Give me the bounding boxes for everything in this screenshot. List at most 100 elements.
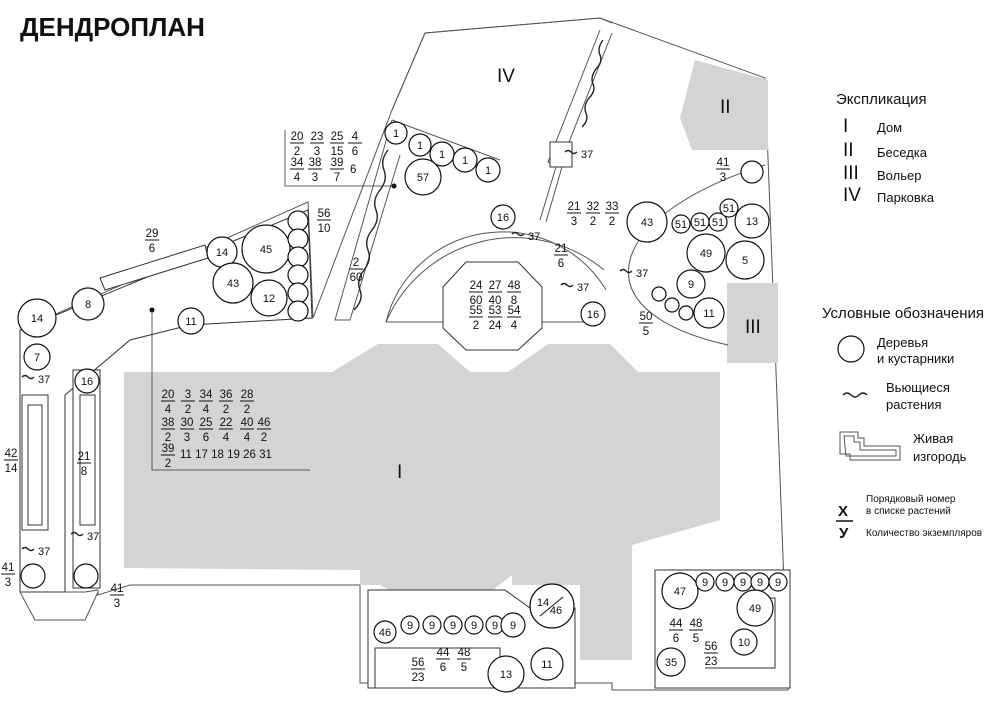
svg-text:Деревья: Деревья bbox=[877, 335, 928, 350]
svg-text:56: 56 bbox=[705, 641, 718, 653]
fraction-single-4: 413 bbox=[716, 157, 730, 184]
plant-label: 8 bbox=[85, 299, 91, 311]
svg-text:25: 25 bbox=[331, 131, 344, 143]
fraction-single-17: 485 bbox=[689, 618, 703, 645]
fraction-single-0: 296 bbox=[145, 228, 159, 255]
fraction-big-block-5: 382 bbox=[161, 417, 175, 444]
fraction-big-block-9: 404 bbox=[240, 417, 254, 444]
svg-text:46: 46 bbox=[258, 417, 271, 429]
fraction-big-block-extra: 11 17 18 19 26 31 bbox=[180, 449, 272, 461]
svg-text:44: 44 bbox=[437, 647, 450, 659]
plant-label: 1 bbox=[485, 165, 491, 177]
plant-left_group-5: 8 bbox=[71, 287, 105, 321]
boxwood-3 bbox=[287, 264, 309, 286]
fraction-single-8: 505 bbox=[639, 311, 653, 338]
svg-text:41: 41 bbox=[717, 157, 730, 169]
plant-label: 35 bbox=[665, 657, 677, 669]
fraction-big-block-6: 303 bbox=[180, 417, 194, 444]
vine-marker-0: 37 bbox=[564, 149, 593, 161]
svg-text:6: 6 bbox=[149, 243, 155, 255]
fraction-octagon-5: 544 bbox=[507, 305, 521, 332]
svg-text:21: 21 bbox=[568, 201, 581, 213]
fraction-big-block-3: 362 bbox=[219, 389, 233, 416]
svg-text:23: 23 bbox=[311, 131, 324, 143]
map-title: ДЕНДРОПЛАН bbox=[20, 12, 205, 42]
plant-left_group-7: 7 bbox=[23, 343, 51, 371]
fraction-big-block-10: 462 bbox=[257, 417, 271, 444]
fraction-top-left-3: 46 bbox=[348, 131, 362, 158]
plant-bl-1 bbox=[20, 563, 46, 589]
fountain-octagon bbox=[442, 261, 543, 351]
svg-text:37: 37 bbox=[38, 374, 50, 386]
fraction-big-block-4: 282 bbox=[240, 389, 254, 416]
plant-bottom_mid-2: 9 bbox=[422, 615, 442, 635]
svg-text:3: 3 bbox=[314, 146, 320, 158]
plant-parking_top-5: 57 bbox=[404, 158, 442, 196]
svg-text:48: 48 bbox=[508, 280, 521, 292]
svg-text:в списке растений: в списке растений bbox=[866, 506, 951, 517]
svg-text:4: 4 bbox=[294, 172, 301, 184]
svg-text:5: 5 bbox=[461, 662, 467, 674]
svg-text:60: 60 bbox=[350, 272, 363, 284]
plant-bottom_mid-3: 9 bbox=[443, 615, 463, 635]
arch-outer bbox=[385, 237, 605, 323]
plant-east_group-0: 43 bbox=[626, 201, 668, 243]
svg-text:3: 3 bbox=[5, 577, 11, 589]
plant-label: 47 bbox=[674, 586, 686, 598]
arch-inner bbox=[385, 231, 607, 323]
fraction-big-block-0: 204 bbox=[161, 389, 175, 416]
plant-bottom_right-1: 9 bbox=[695, 572, 715, 592]
small-shrub-1 bbox=[664, 297, 680, 313]
plant-parking_top-4: 1 bbox=[475, 157, 501, 183]
plant-label: 9 bbox=[740, 577, 746, 589]
plant-bottom_mid-4: 9 bbox=[464, 615, 484, 635]
explication-heading: Экспликация bbox=[836, 91, 927, 108]
svg-text:37: 37 bbox=[528, 231, 540, 243]
plant-label: 16 bbox=[81, 376, 93, 388]
plant-label: 43 bbox=[227, 278, 239, 290]
fraction-single-2: 260 bbox=[349, 257, 363, 284]
plant-label: 16 bbox=[497, 212, 509, 224]
svg-text:Беседка: Беседка bbox=[877, 145, 928, 160]
plant-left_group-1: 45 bbox=[241, 224, 291, 274]
svg-text:34: 34 bbox=[200, 389, 213, 401]
svg-text:Дом: Дом bbox=[877, 120, 902, 135]
svg-text:32: 32 bbox=[587, 201, 600, 213]
plant-label: 13 bbox=[500, 669, 512, 681]
svg-text:24: 24 bbox=[489, 320, 502, 332]
svg-text:2: 2 bbox=[353, 257, 359, 269]
plant-bottom_right-0: 47 bbox=[661, 572, 699, 610]
svg-text:У: У bbox=[839, 525, 849, 542]
plant-east_group-3: 51 bbox=[708, 212, 728, 232]
plant-label: 1 bbox=[439, 149, 445, 161]
svg-text:42: 42 bbox=[5, 448, 18, 460]
svg-text:37: 37 bbox=[636, 268, 648, 280]
plant-bottom_right-4: 9 bbox=[750, 572, 770, 592]
plant-east_group-9: 11 bbox=[693, 297, 725, 329]
plant-label: 10 bbox=[738, 637, 750, 649]
plant-east_group-6: 49 bbox=[686, 233, 726, 273]
svg-text:23: 23 bbox=[412, 672, 425, 684]
svg-text:Вольер: Вольер bbox=[877, 168, 921, 183]
svg-text:и кустарники: и кустарники bbox=[877, 351, 954, 366]
plant-left_group-0: 14 bbox=[206, 236, 238, 268]
svg-text:3: 3 bbox=[184, 432, 190, 444]
svg-text:6: 6 bbox=[558, 258, 564, 270]
plant-east_group-1: 51 bbox=[671, 214, 691, 234]
svg-text:4: 4 bbox=[352, 131, 359, 143]
plant-bottom_mid-6: 9 bbox=[500, 612, 526, 638]
plant-label: 13 bbox=[746, 216, 758, 228]
svg-text:37: 37 bbox=[577, 282, 589, 294]
svg-text:2: 2 bbox=[185, 404, 191, 416]
svg-text:растения: растения bbox=[886, 397, 941, 412]
svg-text:6: 6 bbox=[352, 146, 358, 158]
svg-text:56: 56 bbox=[318, 208, 331, 220]
plant-bottom_mid-0: 46 bbox=[373, 620, 397, 644]
plant-label: 1 bbox=[417, 140, 423, 152]
fraction-top-left-1: 233 bbox=[310, 131, 324, 158]
svg-text:37: 37 bbox=[581, 149, 593, 161]
